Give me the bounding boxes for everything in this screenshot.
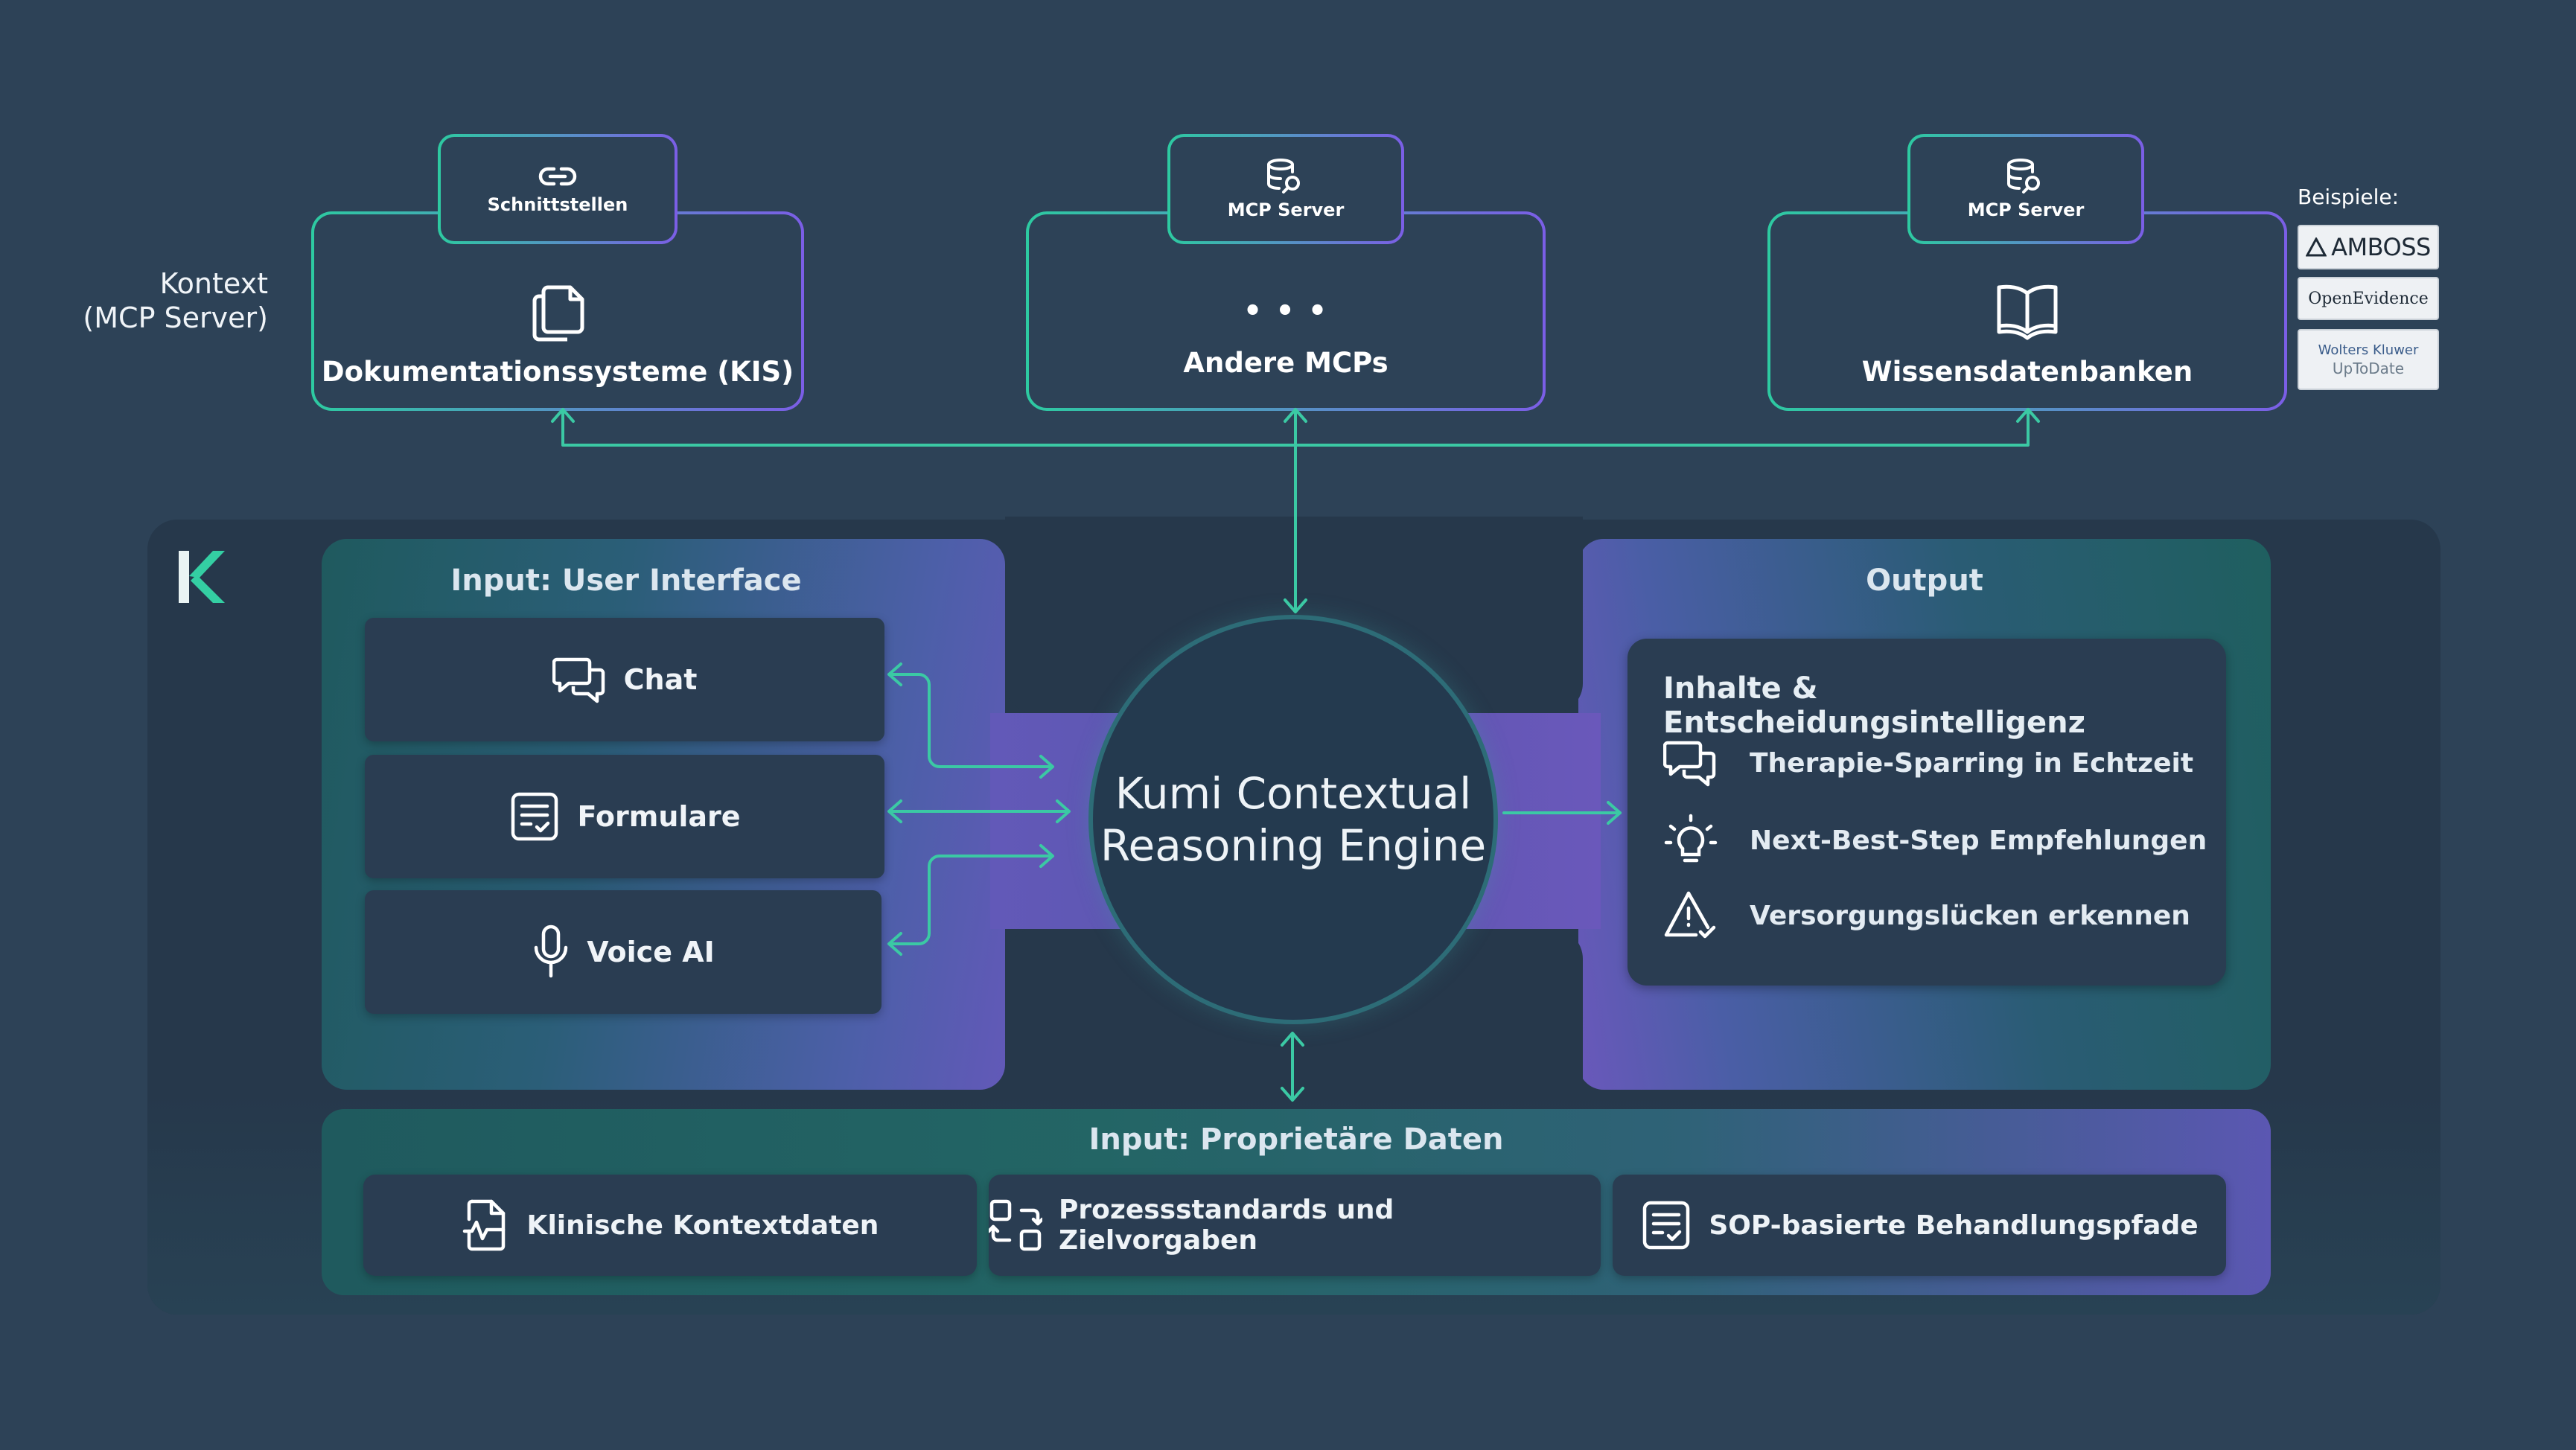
arrowhead-data-down [1281,1087,1304,1102]
input-card-voice-ai[interactable]: Voice AI [365,890,881,1014]
uptodate-logo: Wolters Kluwer UpToDate [2298,329,2439,390]
ellipsis-icon: • • • [1243,293,1329,328]
amboss-logo-text: AMBOSS [2331,233,2431,261]
output-item-label: Next-Best-Step Empfehlungen [1750,825,2207,856]
data-card-klinische-kontextdaten[interactable]: Klinische Kontextdaten [363,1175,977,1276]
data-card-label: Prozessstandards und Zielvorgaben [1059,1195,1394,1256]
arrowhead-formulare-right [1056,799,1071,823]
arrowhead-chat-right [1039,755,1054,779]
context-box-wissensdatenbanken: Wissensdatenbanken [1767,211,2287,411]
output-item-next-best-step: Next-Best-Step Empfehlungen [1663,813,2207,868]
input-card-formulare[interactable]: Formulare [365,755,884,878]
chat-icon [1663,737,1718,789]
database-search-icon [1264,158,1307,195]
context-tab-mcp-server-2: MCP Server [1907,134,2144,244]
file-pulse-icon [462,1198,511,1252]
chat-icon [552,654,608,706]
examples-label: Beispiele: [2298,185,2400,209]
arrowhead-voice-right [1039,844,1054,868]
context-tab-label: MCP Server [1967,199,2085,220]
arrowhead-data-up [1281,1032,1304,1047]
context-label: Kontext (MCP Server) [45,266,268,335]
data-card-prozessstandards[interactable]: Prozessstandards und Zielvorgaben [989,1175,1601,1276]
data-card-label: SOP-basierte Behandlungspfade [1709,1210,2199,1241]
output-item-versorgungsluecken: Versorgungslücken erkennen [1663,889,2190,942]
output-heading: Inhalte & Entscheidungsintelligenz [1663,671,2085,740]
uptodate-logo-line1: Wolters Kluwer [2318,342,2419,358]
context-label-line2: (MCP Server) [83,301,268,334]
output-title: Output [1866,563,1983,598]
documents-icon [529,280,587,342]
amboss-mark-icon [2306,237,2327,257]
arrowhead-andere-mcps [1284,408,1307,423]
openevidence-logo-text: OpenEvidence [2308,289,2429,308]
workflow-icon [989,1198,1042,1252]
data-card-label: Klinische Kontextdaten [526,1210,879,1241]
database-search-icon [2004,158,2047,195]
data-card-sop-behandlungspfade[interactable]: SOP-basierte Behandlungspfade [1613,1175,2226,1276]
context-box-title: Andere MCPs [1183,346,1389,379]
openevidence-logo: OpenEvidence [2298,277,2439,320]
voice-connector [889,855,1053,945]
kumi-logo [174,546,226,606]
book-icon [1994,280,2061,342]
output-item-therapie: Therapie-Sparring in Echtzeit [1663,737,2193,789]
context-label-line1: Kontext [159,267,268,300]
engine-title-line1: Kumi Contextual [1115,768,1472,819]
chat-connector [889,673,1053,768]
arrowhead-output [1607,801,1622,825]
output-item-label: Versorgungslücken erkennen [1750,900,2190,931]
context-tab-label: MCP Server [1227,199,1345,220]
microphone-icon [532,924,570,980]
arrowhead-kis [551,408,575,423]
form-icon [508,790,561,843]
input-card-label: Chat [623,663,698,696]
output-card: Inhalte & Entscheidungsintelligenz Thera… [1627,639,2226,986]
lightbulb-icon [1663,813,1718,868]
uptodate-logo-line2: UpToDate [2332,360,2405,377]
arrowhead-formulare-left [887,799,902,823]
arrowhead-voice-left [887,932,902,956]
checklist-icon [1640,1198,1692,1252]
context-box-andere-mcps: • • • Andere MCPs [1026,211,1546,411]
input-ui-title: Input: User Interface [450,563,802,598]
output-item-label: Therapie-Sparring in Echtzeit [1750,747,2194,779]
link-icon [538,163,578,190]
input-data-title: Input: Proprietäre Daten [1088,1122,1504,1157]
warning-check-icon [1663,889,1718,942]
engine-title-line2: Reasoning Engine [1100,820,1487,871]
context-box-title: Dokumentationssysteme (KIS) [321,355,794,388]
context-box-kis: Dokumentationssysteme (KIS) [311,211,804,411]
arrowhead-chat-left [887,662,902,686]
amboss-logo: AMBOSS [2298,225,2439,269]
context-box-title: Wissensdatenbanken [1861,355,2193,388]
input-card-label: Voice AI [587,936,715,968]
context-tab-mcp-server: MCP Server [1167,134,1404,244]
input-card-chat[interactable]: Chat [365,618,884,741]
arrowhead-wissensdatenbanken [2016,408,2040,423]
context-tab-schnittstellen: Schnittstellen [438,134,678,244]
arrowhead-engine-top [1284,598,1307,613]
context-tab-label: Schnittstellen [487,194,628,215]
input-card-label: Formulare [577,800,741,833]
reasoning-engine: Kumi Contextual Reasoning Engine [1088,615,1498,1024]
